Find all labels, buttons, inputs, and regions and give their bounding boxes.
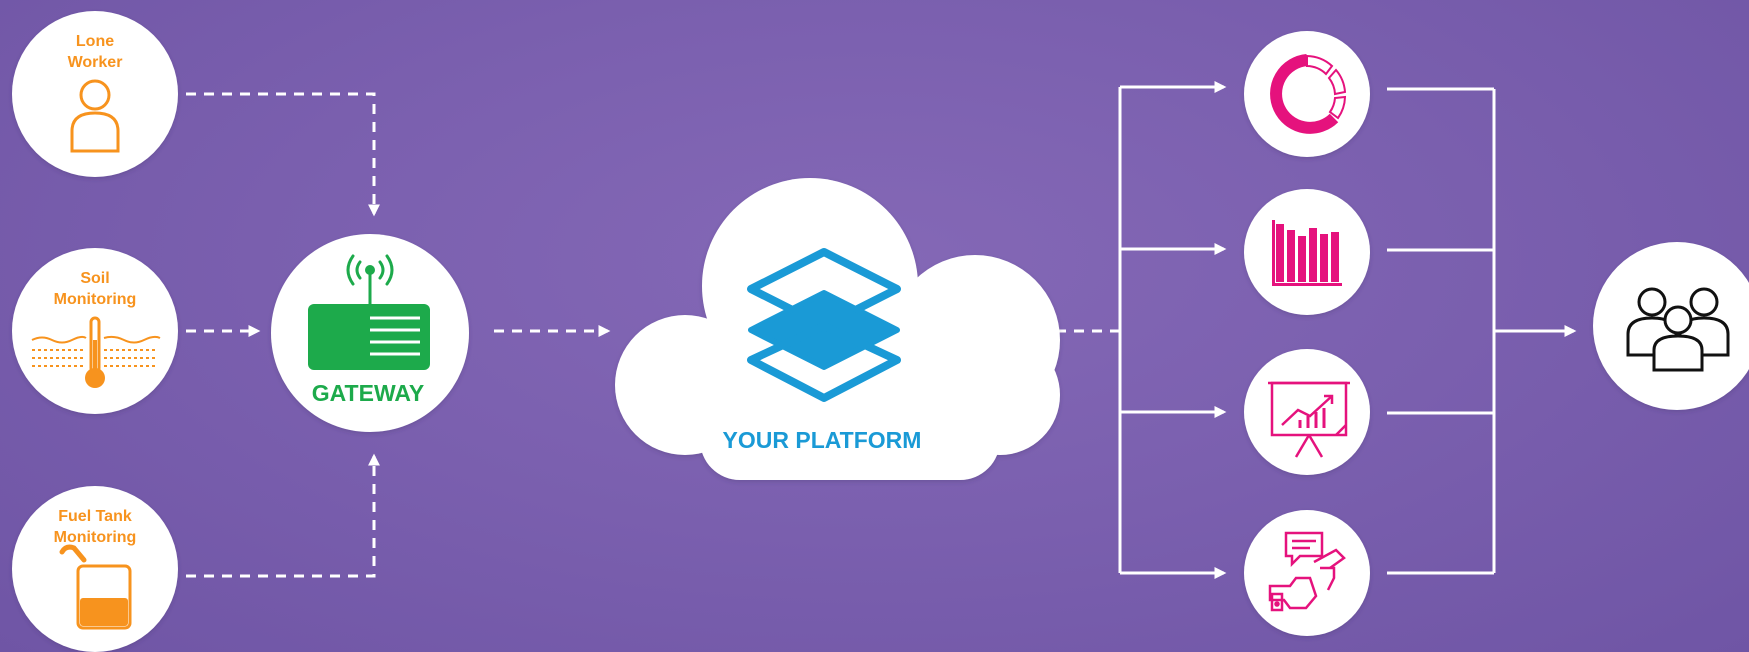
fuel-canister-icon	[59, 544, 132, 630]
thermometer-soil-icon	[31, 316, 161, 388]
node-lone-worker-label-2: Worker	[68, 54, 123, 71]
output-node-feedback[interactable]	[1244, 510, 1370, 636]
output-node-presentation[interactable]	[1244, 349, 1370, 475]
node-fuel-tank-label-1: Fuel Tank	[58, 508, 132, 525]
end-node-users[interactable]	[1593, 242, 1749, 410]
node-soil-monitoring-label-2: Monitoring	[54, 291, 137, 308]
node-soil-monitoring-label-1: Soil	[80, 270, 109, 287]
router-icon	[308, 304, 430, 370]
person-icon	[70, 79, 120, 153]
connector-fuel-to-gateway	[186, 453, 380, 578]
node-lone-worker[interactable]: Lone Worker	[12, 11, 178, 177]
node-fuel-tank-label-2: Monitoring	[54, 529, 137, 546]
gateway-label: GATEWAY	[312, 380, 424, 406]
connector-lone-worker-to-gateway	[186, 92, 380, 217]
node-platform-cloud[interactable]: YOUR PLATFORM	[615, 178, 1060, 480]
presentation-board-icon	[1268, 381, 1350, 458]
wireless-signal-icon	[346, 254, 394, 286]
node-soil-monitoring[interactable]: Soil Monitoring	[12, 248, 178, 414]
bar-chart-icon	[1272, 220, 1342, 286]
connectors	[186, 81, 1577, 579]
node-lone-worker-label-1: Lone	[76, 33, 114, 50]
feedback-thumbs-up-icon	[1268, 531, 1346, 612]
node-fuel-tank-monitoring[interactable]: Fuel Tank Monitoring	[12, 486, 178, 652]
node-gateway[interactable]: GATEWAY	[271, 234, 469, 432]
users-group-icon	[1626, 287, 1730, 372]
layers-stack-icon	[747, 248, 901, 402]
output-node-donut-chart[interactable]	[1244, 31, 1370, 157]
output-node-bar-chart[interactable]	[1244, 189, 1370, 315]
donut-chart-icon	[1270, 54, 1347, 134]
platform-label: YOUR PLATFORM	[723, 427, 922, 453]
